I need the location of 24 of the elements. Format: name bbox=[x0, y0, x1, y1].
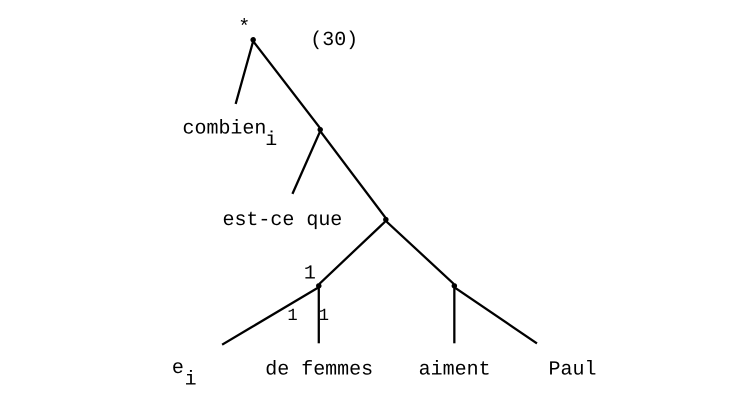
connector bbox=[452, 288, 455, 344]
edge-label: 1 bbox=[286, 307, 298, 326]
connector bbox=[221, 286, 318, 346]
node-text: de femmes bbox=[264, 357, 373, 380]
node-point bbox=[250, 37, 256, 43]
connector bbox=[320, 131, 386, 218]
connector bbox=[317, 288, 320, 344]
connector bbox=[454, 286, 538, 344]
node-text: aiment bbox=[418, 357, 490, 380]
connector bbox=[318, 220, 386, 285]
node-point bbox=[316, 283, 322, 289]
node-label: 1 bbox=[303, 261, 316, 284]
node-point bbox=[451, 283, 457, 289]
node-text: est-ce que bbox=[222, 208, 342, 231]
connector bbox=[290, 132, 320, 194]
node-label: * bbox=[238, 15, 250, 38]
node-text: Paul bbox=[548, 357, 596, 380]
connector bbox=[252, 42, 320, 128]
node-point bbox=[316, 126, 322, 132]
connector bbox=[385, 220, 454, 285]
edge-label: 1 bbox=[318, 307, 329, 326]
connector bbox=[234, 42, 254, 104]
node-point bbox=[382, 216, 388, 222]
label: (30) bbox=[310, 28, 358, 52]
